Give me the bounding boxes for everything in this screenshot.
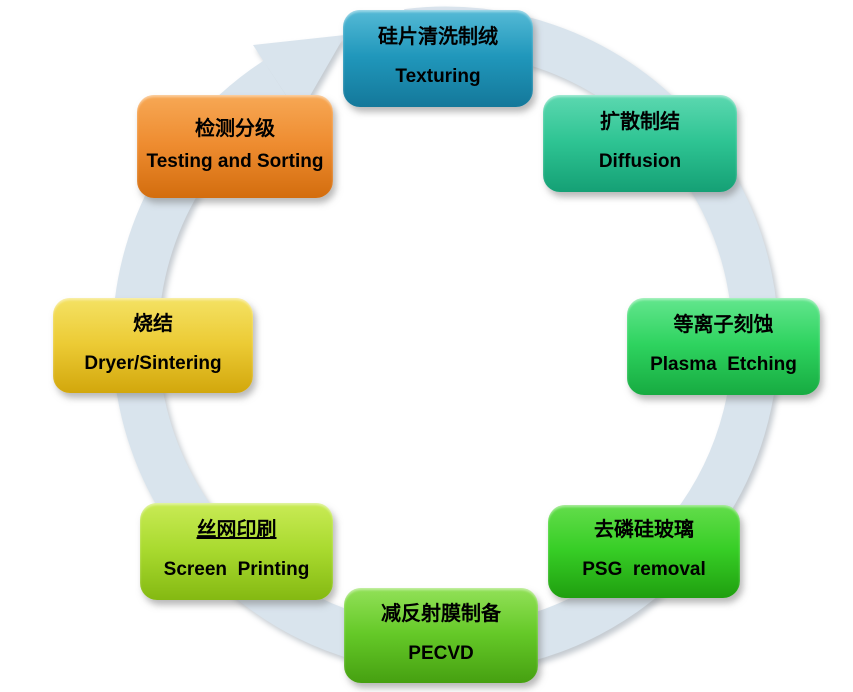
step-box-sintering: 烧结 Dryer/Sintering — [53, 298, 253, 393]
step-box-screen-printing: 丝网印刷 Screen Printing — [140, 503, 333, 600]
step-label-zh: 扩散制结 — [600, 111, 680, 134]
step-label-zh: 丝网印刷 — [196, 519, 277, 542]
step-label-en: Texturing — [395, 66, 481, 88]
step-label-zh: 硅片清洗制绒 — [378, 26, 498, 49]
step-box-testing-sorting: 检测分级 Testing and Sorting — [137, 95, 333, 198]
step-label-en: Dryer/Sintering — [84, 353, 222, 375]
step-box-pecvd: 减反射膜制备 PECVD — [344, 588, 538, 683]
step-box-diffusion: 扩散制结 Diffusion — [543, 95, 737, 192]
step-label-en: Diffusion — [598, 151, 682, 173]
step-label-zh: 减反射膜制备 — [381, 603, 501, 626]
step-label-en: Plasma Etching — [650, 354, 797, 376]
step-label-en: Screen Printing — [163, 559, 310, 581]
step-box-psg-removal: 去磷硅玻璃 PSG removal — [548, 505, 740, 598]
step-label-zh: 检测分级 — [195, 117, 275, 140]
step-label-en: Testing and Sorting — [146, 150, 324, 172]
step-box-plasma-etching: 等离子刻蚀 Plasma Etching — [627, 298, 820, 395]
step-label-en: PSG removal — [582, 559, 706, 581]
step-label-zh: 去磷硅玻璃 — [594, 519, 694, 542]
step-label-zh: 烧结 — [133, 313, 173, 336]
step-box-texturing: 硅片清洗制绒 Texturing — [343, 10, 533, 107]
step-label-zh: 等离子刻蚀 — [673, 314, 774, 337]
step-label-en: PECVD — [408, 643, 474, 665]
cycle-arrowhead — [253, 35, 345, 115]
